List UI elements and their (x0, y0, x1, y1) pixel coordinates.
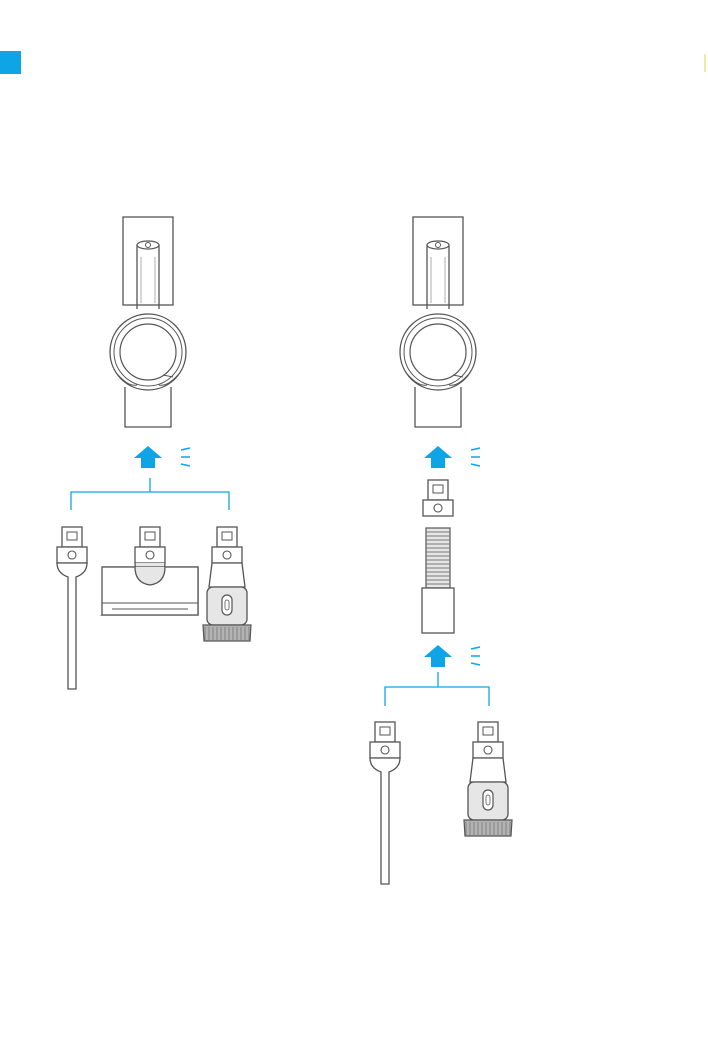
up-arrow-icon (424, 446, 480, 468)
two-in-one-brush-tool-left (203, 527, 251, 641)
crevice-tool-right (370, 722, 400, 884)
bracket-connector-left (71, 478, 229, 510)
crevice-tool-left (57, 527, 87, 689)
up-arrow-icon (424, 645, 480, 667)
up-arrow-icon (134, 446, 190, 468)
vacuum-handle-left (110, 217, 186, 427)
flexible-extension-hose (422, 480, 454, 633)
bracket-connector-right (385, 672, 489, 706)
right-assembly (370, 217, 512, 884)
vacuum-handle-right (400, 217, 476, 427)
two-in-one-brush-tool-right (464, 722, 512, 836)
mini-motorized-brush (102, 527, 198, 615)
left-assembly (57, 217, 251, 689)
